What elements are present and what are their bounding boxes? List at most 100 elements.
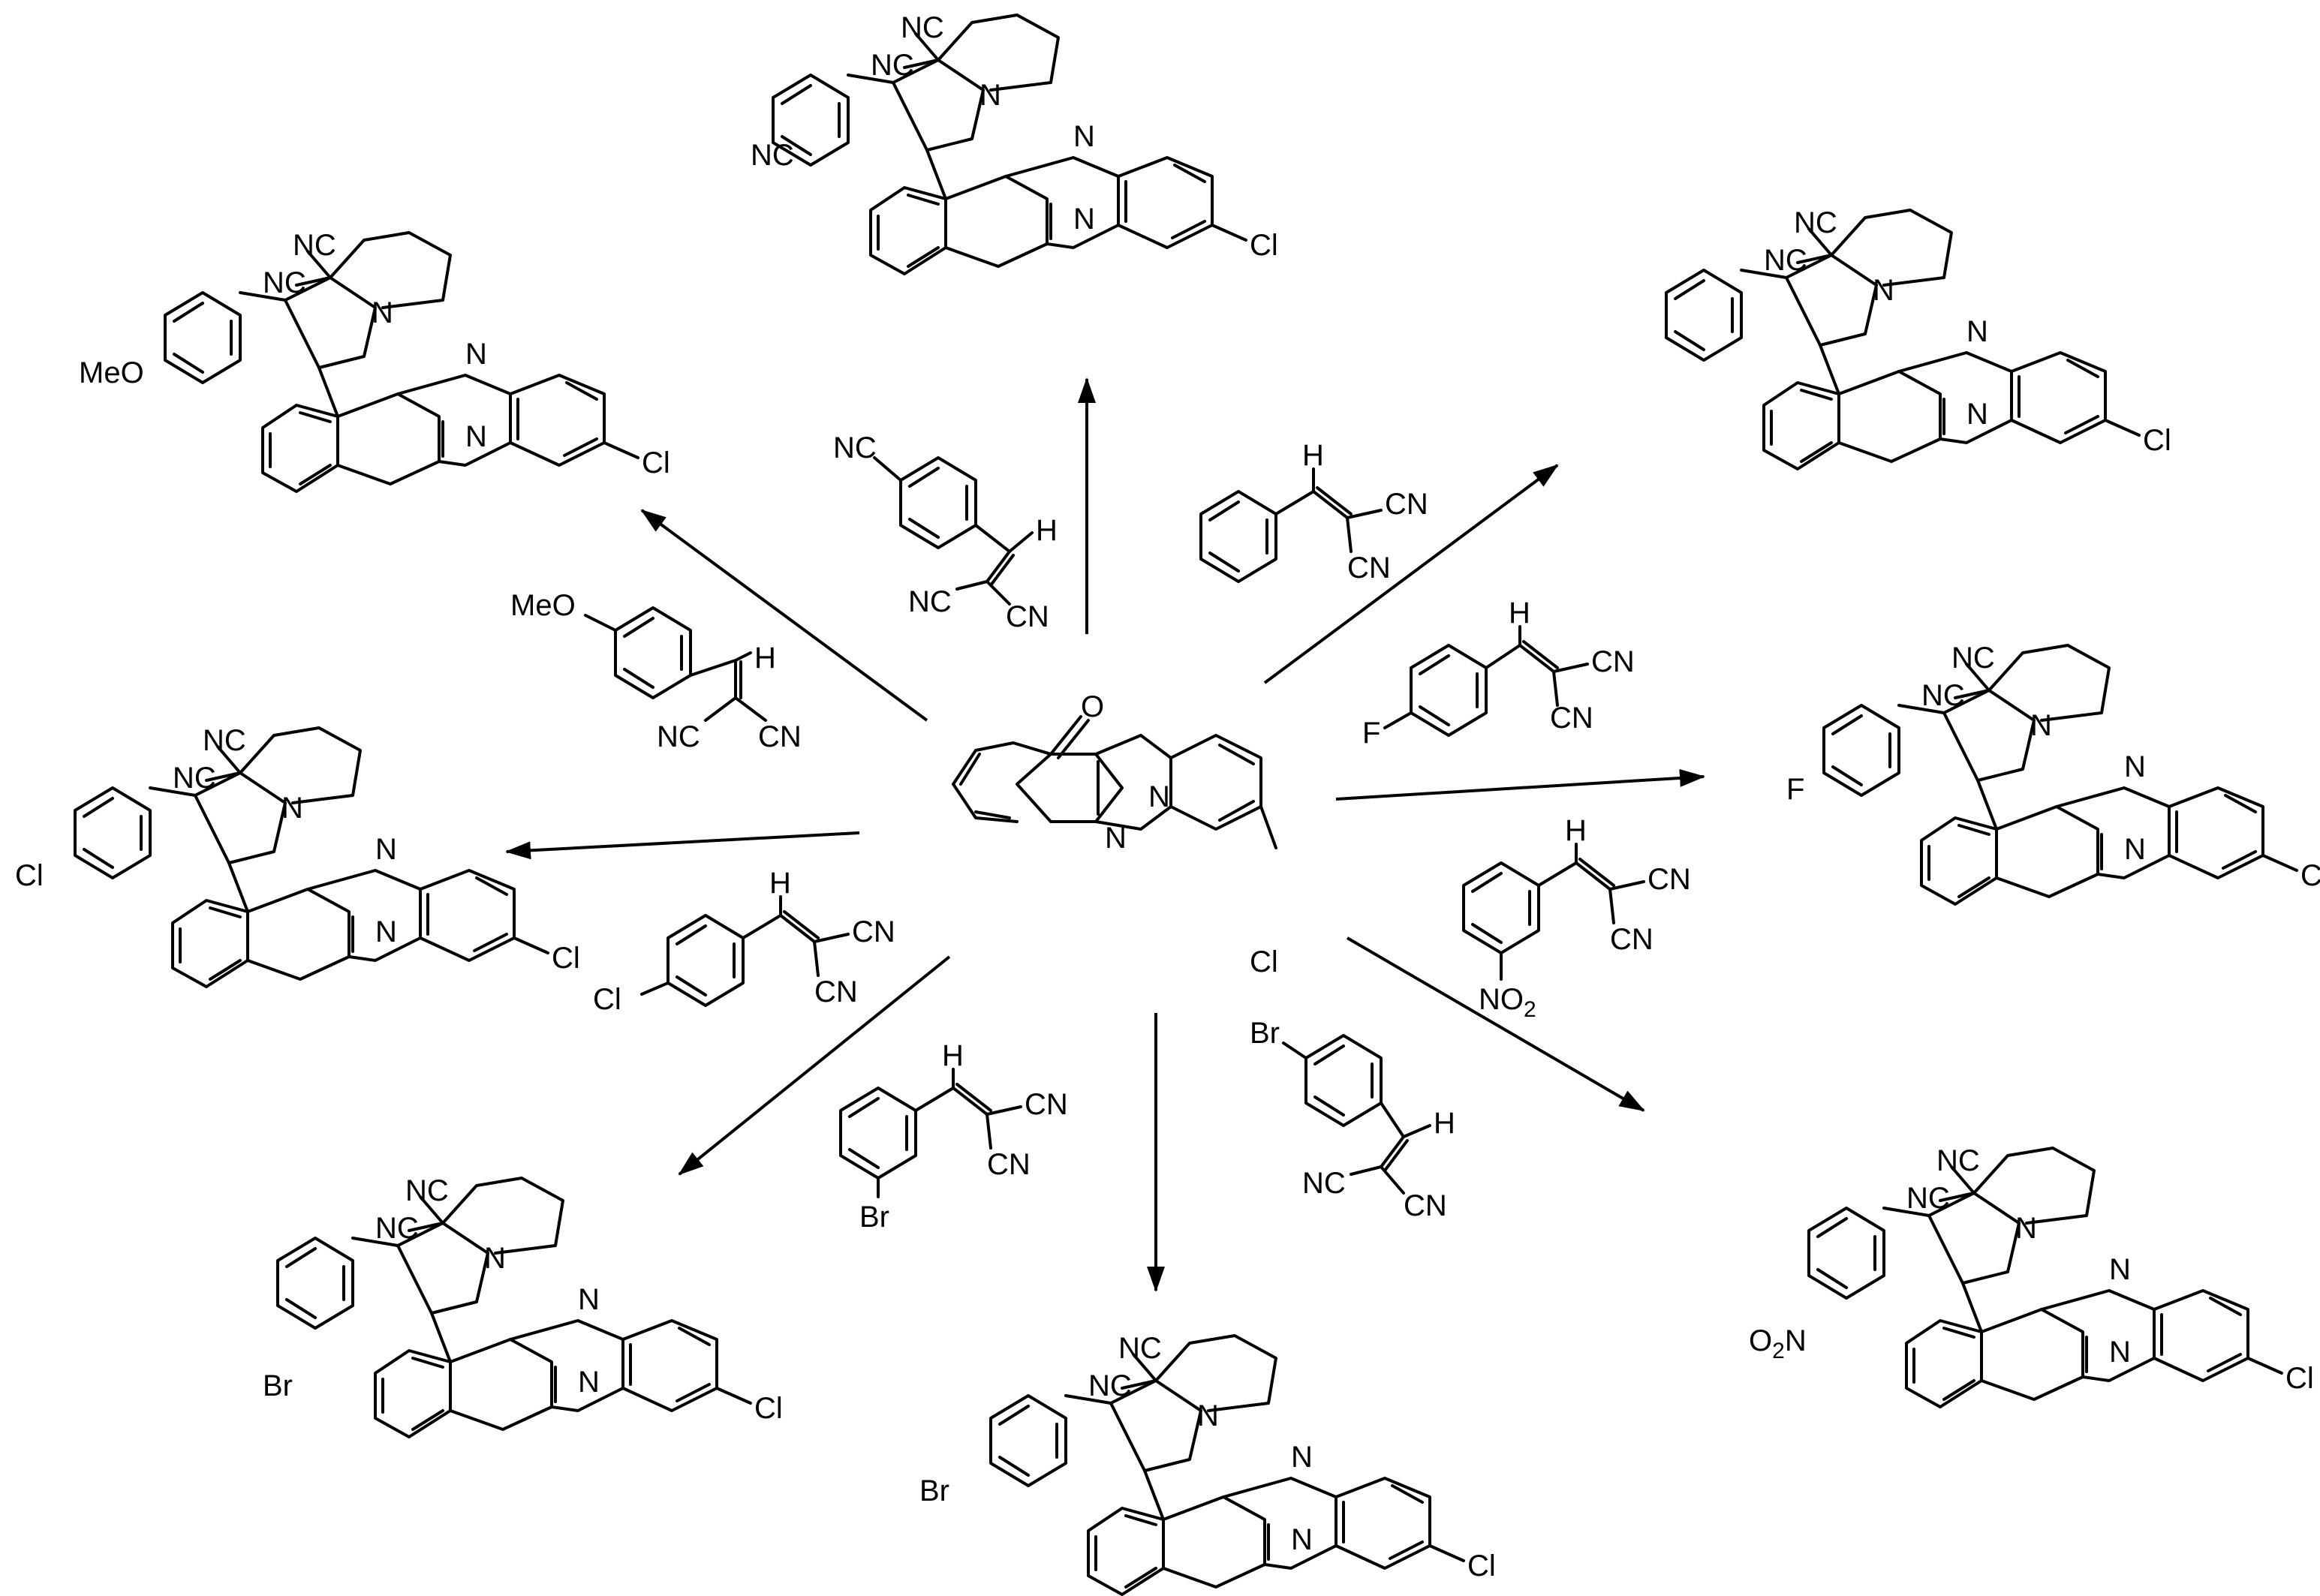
reagent-4-fluoro: F H CN CN xyxy=(1362,597,1635,750)
nitrile-label: CN xyxy=(1610,923,1653,956)
quinoxaline-n1-label: N xyxy=(465,338,487,371)
quinoxaline-n2-label: N xyxy=(465,420,487,453)
nitrile-label: CN xyxy=(1404,1189,1447,1222)
nitrile-label: NC xyxy=(1302,1167,1346,1200)
vinyl-h-label: H xyxy=(1036,514,1058,547)
arrow-top-left xyxy=(640,509,928,722)
vinyl-h-label: H xyxy=(754,642,776,675)
quinoxaline-n2-label: N xyxy=(2124,833,2146,866)
amine-n-label: N xyxy=(484,1242,506,1275)
nitrile-label: CN xyxy=(1025,1088,1068,1121)
nitrile-label: NC xyxy=(908,585,952,618)
reagent-4-cyano: NC H NC CN xyxy=(833,431,1058,633)
nitrile-label: NC xyxy=(173,762,216,795)
amine-n-label: N xyxy=(2030,709,2052,742)
vinyl-h-label: H xyxy=(1302,439,1324,472)
product-substituent-label: F xyxy=(1786,773,1804,806)
arrow-left xyxy=(505,831,860,860)
arrow-bottom-left xyxy=(678,955,951,1176)
nitrile-label: CN xyxy=(1006,600,1049,633)
nitrile-label: CN xyxy=(1591,645,1635,678)
amine-n-label: N xyxy=(1197,1399,1219,1432)
product-substituent-label: MeO xyxy=(79,356,144,389)
chloro-label: Cl xyxy=(1467,1549,1496,1582)
nitrile-label: NC xyxy=(871,49,914,82)
nitrile-label: NC xyxy=(203,724,246,757)
product-substituent-label: Br xyxy=(919,1474,949,1507)
nitrile-label: NC xyxy=(1921,679,1965,712)
product-4-methoxy: MeO NC NC N N N Cl xyxy=(79,229,670,493)
nitrile-label: CN xyxy=(814,975,858,1008)
quinoxaline-n2-label: N xyxy=(375,915,397,948)
vinyl-h-label: H xyxy=(769,867,791,900)
chloro-label: Cl xyxy=(642,446,670,479)
quinoxaline-n2-label: N xyxy=(1105,822,1127,855)
amine-n-label: N xyxy=(2015,1212,2037,1245)
starting-material: O N N Cl xyxy=(952,690,1278,978)
reagent-substituent-label: Cl xyxy=(593,983,621,1016)
amine-n-label: N xyxy=(281,792,303,825)
nitrile-label: CN xyxy=(987,1148,1031,1181)
quinoxaline-n1-label: N xyxy=(1291,1441,1313,1474)
nitrile-label: CN xyxy=(1347,552,1391,585)
product-3-bromo: Br NC NC N N N Cl xyxy=(263,1174,783,1438)
nitrile-label: NC xyxy=(657,720,700,753)
nitrile-label: CN xyxy=(758,720,802,753)
quinoxaline-n2-label: N xyxy=(578,1366,600,1399)
quinoxaline-n2-label: N xyxy=(1291,1523,1313,1556)
reagent-4-bromo: Br H NC CN xyxy=(1250,1017,1455,1222)
nitro-label: NO2 xyxy=(1479,983,1536,1022)
product-4-fluoro: F NC NC N N N Cl xyxy=(1786,642,2320,906)
vinyl-h-label: H xyxy=(1434,1107,1455,1140)
quinoxaline-n2-label: N xyxy=(1073,203,1095,236)
product-substituent-label: Br xyxy=(263,1369,293,1402)
nitrile-label: NC xyxy=(263,266,306,299)
nitrile-label: CN xyxy=(852,915,895,948)
reagent-4-chloro: Cl H CN CN xyxy=(593,867,895,1016)
amine-n-label: N xyxy=(1873,274,1894,307)
chloro-label: Cl xyxy=(754,1392,783,1425)
chloro-label: Cl xyxy=(2143,424,2171,457)
nitrile-label: NC xyxy=(405,1174,449,1207)
vinyl-h-label: H xyxy=(1509,597,1530,630)
product-4-chloro: Cl NC NC N N N Cl xyxy=(15,724,580,988)
reagent-substituent-label: Br xyxy=(1250,1017,1280,1050)
quinoxaline-n1-label: N xyxy=(578,1283,600,1316)
reagent-substituent-label: MeO xyxy=(510,589,576,622)
product-3-nitro: O2N NC NC N N N Cl xyxy=(1749,1144,2314,1408)
nitrile-label: NC xyxy=(1088,1369,1132,1402)
reagent-substituent-label: NC xyxy=(833,431,877,464)
amine-n-label: N xyxy=(979,79,1001,112)
chloro-label: Cl xyxy=(2300,859,2320,892)
nitrile-label: NC xyxy=(1906,1182,1950,1215)
nitrile-label: CN xyxy=(1385,488,1428,521)
nitrile-label: NC xyxy=(1951,642,1995,675)
arrow-right xyxy=(1335,768,1705,801)
amine-n-label: N xyxy=(372,296,393,329)
quinoxaline-n2-label: N xyxy=(2109,1336,2131,1369)
arrow-top-right xyxy=(1263,464,1559,684)
product-substituent-label: Cl xyxy=(15,859,44,892)
nitrile-label: NC xyxy=(901,11,944,44)
product-substituent-label: NC xyxy=(751,139,794,172)
reaction-arrows xyxy=(505,377,1705,1292)
product-4-bromo: Br NC NC N N N Cl xyxy=(919,1332,1496,1596)
product-4-cyano: NC NC NC N N N Cl xyxy=(751,11,1278,275)
quinoxaline-n1-label: N xyxy=(2109,1253,2131,1286)
arrow-bottom-right xyxy=(1346,936,1645,1112)
quinoxaline-n1-label: N xyxy=(1966,315,1988,348)
quinoxaline-n1-label: N xyxy=(1148,780,1170,813)
product-substituent-label: O2N xyxy=(1749,1324,1807,1363)
product-phenyl: NC NC N N N Cl xyxy=(1665,206,2171,470)
reagent-substituent-label: F xyxy=(1362,717,1380,750)
nitrile-label: NC xyxy=(375,1212,419,1245)
reagent-phenyl: H CN CN xyxy=(1199,439,1428,585)
quinoxaline-n1-label: N xyxy=(375,833,397,866)
quinoxaline-n1-label: N xyxy=(1073,120,1095,153)
nitrile-label: CN xyxy=(1550,702,1593,735)
ketone-oxygen-label: O xyxy=(1081,690,1104,723)
vinyl-h-label: H xyxy=(1565,814,1587,847)
nitrile-label: NC xyxy=(1764,244,1807,277)
chloro-label: Cl xyxy=(1250,229,1278,262)
